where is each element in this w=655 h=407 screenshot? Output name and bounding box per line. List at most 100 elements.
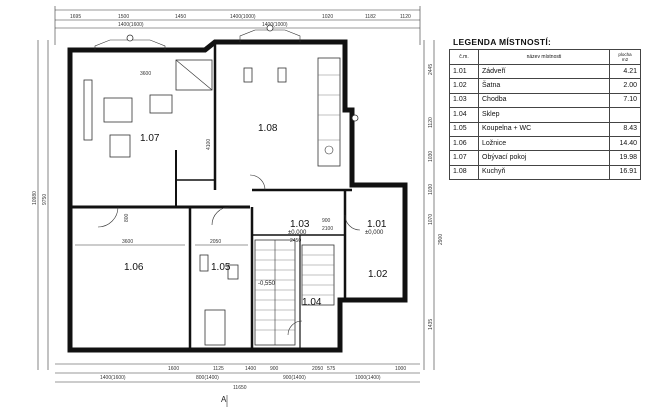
legend-num: 1.04	[449, 107, 479, 123]
side-dimension-lines: 10980 9750 4000 2445 1120 1030 1030 1070…	[32, 40, 444, 370]
room-label-1-04: 1.04	[302, 297, 322, 308]
bottom-dim: 900	[270, 366, 279, 372]
top-dim: 1500	[118, 14, 129, 20]
right-dim: 2445	[428, 64, 434, 75]
inner-dim: 900	[322, 218, 331, 224]
top-dim: 1400(1600)	[118, 22, 144, 28]
top-dim: 1120	[400, 14, 411, 20]
legend-num: 1.01	[449, 63, 479, 80]
right-dim: 1070	[428, 214, 434, 225]
legend-name: Obývací pokoj	[478, 150, 610, 166]
legend-name: Šatna	[478, 78, 610, 94]
legend-header-unit: m2	[621, 57, 629, 62]
room-label-1-07: 1.07	[140, 133, 160, 144]
top-dim: 1400(1000)	[230, 14, 256, 20]
inner-dim: 2450	[290, 238, 301, 244]
left-dim: 9750	[42, 194, 48, 205]
walls	[67, 39, 408, 353]
room-label-1-01: 1.01	[367, 219, 387, 230]
furniture	[83, 57, 341, 346]
legend-area: 4.21	[609, 63, 641, 80]
right-dim: 1435	[428, 319, 434, 330]
legend-area: 8.43	[609, 121, 641, 137]
room-legend: LEGENDA MÍSTNOSTÍ: č.m. název místnosti …	[449, 35, 641, 181]
level-mark: ±0,000	[288, 230, 307, 236]
inner-dimensions: 3600 2050 2450 4100 3600 800 900 2100	[75, 71, 333, 246]
legend-num: 1.05	[449, 121, 479, 137]
room-label-1-05: 1.05	[211, 262, 231, 273]
bottom-dimension-lines: 1600 1125 1400 900 2050 575 1000 1400(16…	[55, 363, 420, 407]
legend-name: Chodba	[478, 92, 610, 109]
bottom-dim: 2050	[312, 366, 323, 372]
legend-name: Zádveří	[478, 63, 610, 80]
legend-area: 16.91	[609, 164, 641, 181]
bottom-dim: 900(1400)	[283, 375, 306, 381]
room-label-1-08: 1.08	[258, 123, 278, 134]
left-dim: 10980	[32, 191, 38, 205]
legend-num: 1.06	[449, 135, 479, 152]
top-dim: 1450	[175, 14, 186, 20]
legend-num: 1.03	[449, 92, 479, 109]
inner-dim: 4100	[206, 139, 212, 150]
inner-dim: 2100	[322, 226, 333, 232]
right-dim: 1120	[428, 117, 434, 128]
legend-area	[609, 107, 641, 123]
legend-name: Kuchyň	[478, 164, 610, 181]
bay-windows	[94, 24, 359, 122]
legend-area: 7.10	[609, 92, 641, 109]
inner-dim: 3600	[122, 239, 133, 245]
legend-area: 19.98	[609, 150, 641, 166]
legend-header-num: č.m.	[449, 49, 479, 65]
bottom-total-dim: 11650	[233, 385, 247, 391]
legend-header-name: název místnosti	[478, 49, 610, 65]
inner-dim: 2050	[210, 239, 221, 245]
bottom-dim: 1000(1400)	[355, 375, 381, 381]
right-dim: 1030	[428, 151, 434, 162]
bottom-dim: 1400(1600)	[100, 375, 126, 381]
right-dim: 1030	[428, 184, 434, 195]
room-label-1-03: 1.03	[290, 219, 310, 230]
inner-dim: 3600	[140, 71, 151, 77]
room-label-1-02: 1.02	[368, 269, 388, 280]
top-dim: 1182	[365, 14, 376, 20]
bottom-dim: 1125	[213, 366, 224, 372]
right-dim: 2900	[438, 234, 444, 245]
staircase	[254, 239, 335, 346]
legend-num: 1.02	[449, 78, 479, 94]
legend-area: 14.40	[609, 135, 641, 152]
legend-num: 1.08	[449, 164, 479, 181]
door-swings	[97, 174, 361, 336]
legend-name: Sklep	[478, 107, 610, 123]
top-dim: 1695	[70, 14, 81, 20]
legend-num: 1.07	[449, 150, 479, 166]
bottom-dim: 800(1400)	[196, 375, 219, 381]
bottom-dim: 1400	[245, 366, 256, 372]
legend-title: LEGENDA MÍSTNOSTÍ:	[453, 37, 552, 47]
bottom-dim: 575	[327, 366, 336, 372]
legend-name: Koupelna + WC	[478, 121, 610, 137]
room-label-1-06: 1.06	[124, 262, 144, 273]
top-dim: 1400(1000)	[262, 22, 288, 28]
top-dimension-lines: 1695 1500 1450 1400(1000) 1020 1182 1120…	[54, 6, 421, 45]
bottom-dim: 1600	[168, 366, 179, 372]
legend-name: Ložnice	[478, 135, 610, 152]
bottom-dim: 1000	[395, 366, 406, 372]
inner-dim: 800	[124, 213, 130, 222]
level-mark: -0,550	[258, 281, 276, 287]
axis-label: A	[221, 395, 227, 404]
top-dim: 1020	[322, 14, 333, 20]
level-mark: ±0,000	[365, 230, 384, 236]
legend-area: 2.00	[609, 78, 641, 94]
